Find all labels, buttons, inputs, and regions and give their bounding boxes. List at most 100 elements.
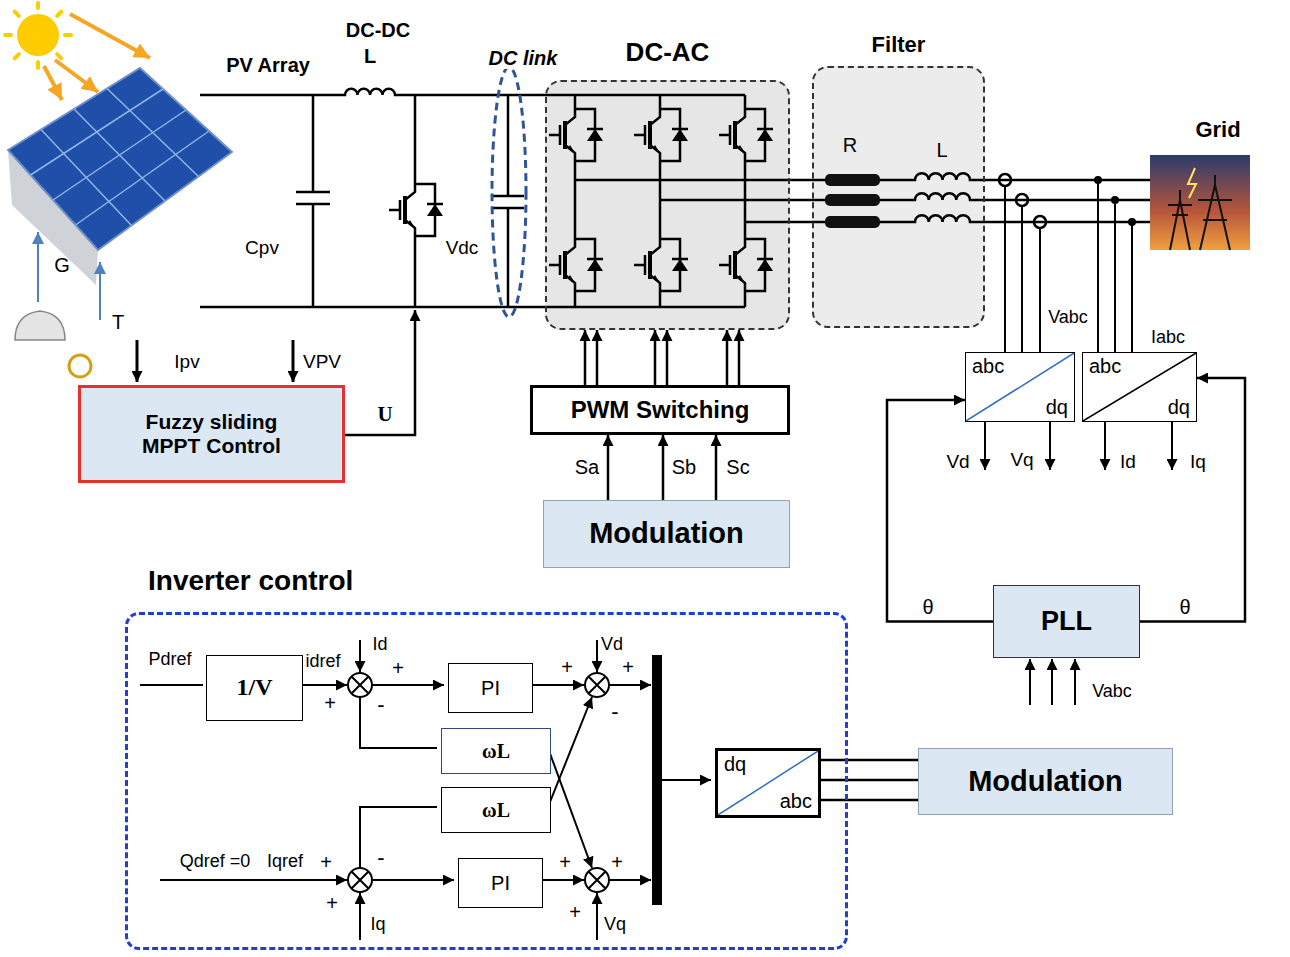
igbt-switch bbox=[549, 105, 603, 165]
igbt-switch bbox=[719, 105, 773, 165]
edge-label: θ bbox=[922, 596, 933, 618]
signal-connector bbox=[821, 799, 918, 802]
diagram-label: L bbox=[936, 139, 947, 161]
region-title: Filter bbox=[814, 32, 983, 57]
light-ray bbox=[55, 60, 98, 92]
diagram-label: L bbox=[364, 45, 376, 67]
diagram-label: G bbox=[54, 254, 70, 276]
gain-block: 1/V bbox=[206, 655, 303, 721]
node-text: PI bbox=[491, 872, 510, 895]
gain-block: ωL bbox=[441, 787, 551, 833]
region-title: DC-AC bbox=[547, 38, 788, 68]
phase-wires bbox=[575, 173, 1150, 222]
controller-block: PI bbox=[458, 858, 543, 908]
diagram-label: Pdref bbox=[148, 650, 191, 670]
diagram-label: - bbox=[377, 693, 384, 717]
transform-box: abc dq bbox=[965, 352, 1075, 422]
edge-label: Sb bbox=[672, 456, 696, 478]
diagram-label: Iqref bbox=[267, 852, 303, 872]
filter-resistor bbox=[825, 216, 880, 228]
input-arrow bbox=[1051, 659, 1053, 705]
control-box: Fuzzy sliding MPPT Control bbox=[78, 385, 345, 483]
node-text: dq bbox=[1046, 396, 1068, 419]
output-arrow bbox=[1104, 422, 1106, 470]
node-text: 1/V bbox=[237, 674, 273, 702]
irradiance-sensor bbox=[15, 311, 65, 340]
grid-picture bbox=[1150, 155, 1250, 250]
voltage-input-arrow bbox=[292, 340, 295, 382]
diagram-label: idref bbox=[305, 652, 340, 672]
signal-connector bbox=[662, 435, 665, 500]
igbt-switch bbox=[719, 235, 773, 295]
node-text: PWM Switching bbox=[571, 396, 750, 424]
current-sensor bbox=[1016, 194, 1028, 206]
igbt-switch bbox=[549, 235, 603, 295]
signal-wire bbox=[530, 684, 584, 686]
node-text: abc bbox=[972, 355, 1004, 378]
igbt-switch bbox=[634, 105, 688, 165]
filter-region: Filter bbox=[812, 66, 985, 328]
signal-wire bbox=[360, 807, 437, 868]
signal-connector bbox=[821, 759, 918, 762]
signal-wire bbox=[596, 640, 598, 672]
input-arrow bbox=[1029, 659, 1031, 705]
signal-wire bbox=[359, 893, 361, 940]
signal-connector bbox=[666, 330, 669, 385]
diagram-label: Vdc bbox=[446, 238, 479, 259]
controller-block: PI bbox=[448, 663, 533, 713]
diagram-label: Id bbox=[372, 635, 387, 655]
signal-connector bbox=[596, 330, 599, 385]
current-sensor bbox=[1034, 216, 1046, 228]
node-text: dq bbox=[724, 753, 746, 776]
summing-junction bbox=[585, 673, 609, 697]
voltage-tap bbox=[1128, 218, 1136, 226]
output-arrow bbox=[984, 422, 986, 470]
filter-resistor bbox=[825, 174, 880, 186]
signal-wire bbox=[540, 879, 584, 881]
sensor-wires bbox=[1005, 180, 1132, 352]
filter-ground bbox=[812, 66, 985, 328]
process-box: PWM Switching bbox=[530, 385, 790, 435]
summing-cross bbox=[352, 872, 369, 889]
diagram-label: Grid bbox=[1195, 118, 1240, 142]
diagram-label: R bbox=[843, 134, 857, 156]
signal-wire bbox=[609, 684, 651, 686]
inverter-region: DC-AC bbox=[545, 80, 790, 330]
summing-cross bbox=[589, 872, 606, 889]
node-text: abc bbox=[1089, 355, 1121, 378]
signal-wire bbox=[359, 640, 361, 672]
input-arrow bbox=[1074, 659, 1076, 705]
diagram-label: Vq bbox=[1010, 450, 1033, 471]
signal-wire bbox=[372, 684, 444, 686]
diagram-label: Vd bbox=[601, 635, 623, 655]
node-text: Modulation bbox=[589, 517, 744, 550]
signal-wire bbox=[140, 684, 203, 686]
signal-wire bbox=[548, 697, 592, 807]
diagram-label: DC link bbox=[486, 47, 561, 69]
diagram-label: U bbox=[377, 403, 392, 426]
diagram-label: Vd bbox=[946, 452, 969, 473]
dc-link-outline bbox=[492, 67, 526, 317]
diagram-label: Qdref =0 bbox=[180, 852, 251, 872]
mux-bar bbox=[652, 655, 662, 905]
diagonal-line bbox=[966, 353, 1074, 421]
node-text: dq bbox=[1168, 396, 1190, 419]
voltage-tap bbox=[1094, 176, 1102, 184]
diagram-label: + bbox=[320, 851, 332, 873]
process-box: Modulation bbox=[543, 500, 790, 568]
node-text: ωL bbox=[482, 799, 510, 822]
current-sensor bbox=[999, 174, 1011, 186]
process-box: Modulation bbox=[918, 748, 1173, 815]
edge-label: Sc bbox=[726, 456, 749, 478]
signal-connector bbox=[726, 330, 729, 385]
light-ray bbox=[70, 14, 150, 58]
diagram-label: + bbox=[611, 851, 623, 873]
signal-connector bbox=[607, 435, 610, 500]
diagram-label: + bbox=[324, 692, 336, 714]
region-title: Inverter control bbox=[148, 565, 353, 597]
signal-connector bbox=[738, 330, 741, 385]
diagram-label: Vabc bbox=[1092, 682, 1132, 702]
signal-wire bbox=[372, 879, 454, 881]
